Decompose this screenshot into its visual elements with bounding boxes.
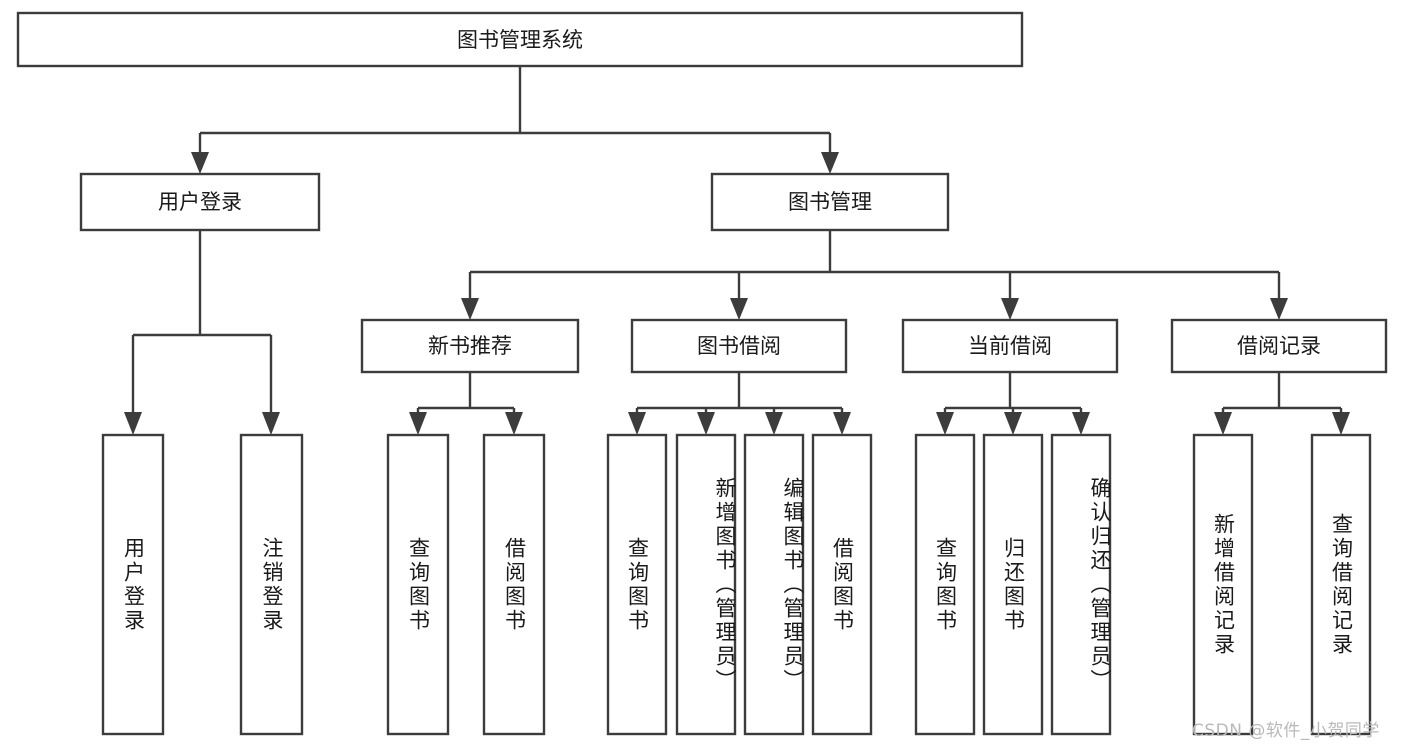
node-leaf-confirm-return-box[interactable] <box>1050 433 1112 736</box>
node-book-manage-label: 图书管理 <box>788 190 872 214</box>
arrowhead-book-borrow <box>730 298 748 320</box>
node-leaf-user-login-box[interactable] <box>101 433 165 736</box>
node-layer: 图书管理系统 用户登录 图书管理 新书推荐 图书借阅 当前借阅 借阅记录 <box>16 11 1388 736</box>
arrowhead-leaf-user-login <box>124 412 142 435</box>
arrowhead-leaf-query-book-1 <box>409 412 427 435</box>
node-leaf-return-book-box[interactable] <box>982 433 1044 736</box>
node-user-login-label: 用户登录 <box>158 190 242 214</box>
node-current-borrow-label: 当前借阅 <box>968 334 1052 358</box>
arrowhead-user-login <box>191 152 209 174</box>
arrowhead-leaf-borrow-book-1 <box>505 412 523 435</box>
arrowhead-leaf-query-book-2 <box>628 412 646 435</box>
arrowhead-current-borrow <box>1001 298 1019 320</box>
arrowhead-leaf-logout-login <box>262 412 280 435</box>
node-root-box[interactable] <box>16 11 1024 68</box>
arrowhead-new-book-recommend <box>461 298 479 320</box>
node-leaf-borrow-book-2-box[interactable] <box>811 433 873 736</box>
node-borrow-record-label: 借阅记录 <box>1237 334 1321 358</box>
node-new-book-recommend-label: 新书推荐 <box>428 334 512 358</box>
node-book-borrow-box[interactable] <box>630 318 848 374</box>
arrowhead-borrow-record <box>1270 298 1288 320</box>
arrowhead-leaf-add-book-admin <box>697 412 715 435</box>
node-leaf-query-book-3-box[interactable] <box>914 433 976 736</box>
csdn-watermark: CSDN @软件_小贺同学 <box>1192 721 1380 741</box>
node-leaf-query-book-1-box[interactable] <box>386 433 450 736</box>
node-leaf-add-book-admin-box[interactable] <box>675 433 737 736</box>
node-new-book-recommend-box[interactable] <box>360 318 580 374</box>
node-current-borrow-box[interactable] <box>901 318 1119 374</box>
node-leaf-logout-login-box[interactable] <box>239 433 304 736</box>
node-book-borrow-label: 图书借阅 <box>697 334 781 358</box>
node-root-label: 图书管理系统 <box>457 28 583 52</box>
arrowhead-leaf-edit-book-admin <box>765 412 783 435</box>
node-borrow-record-box[interactable] <box>1170 318 1388 374</box>
node-leaf-borrow-book-1-box[interactable] <box>482 433 546 736</box>
arrowhead-leaf-query-borrow-record <box>1332 412 1350 435</box>
arrowhead-leaf-confirm-return <box>1072 412 1090 435</box>
node-leaf-query-book-2-box[interactable] <box>606 433 668 736</box>
node-leaf-edit-book-admin-box[interactable] <box>743 433 805 736</box>
node-book-manage-box[interactable] <box>710 172 950 232</box>
arrowhead-leaf-add-borrow-record <box>1214 412 1232 435</box>
node-leaf-query-borrow-record-box[interactable] <box>1310 433 1372 736</box>
connector-layer <box>124 66 1350 435</box>
arrowhead-book-manage <box>821 152 839 174</box>
node-leaf-add-borrow-record-box[interactable] <box>1192 433 1254 736</box>
node-user-login-box[interactable] <box>79 172 321 232</box>
arrowhead-leaf-query-book-3 <box>936 412 954 435</box>
arrowhead-leaf-return-book <box>1004 412 1022 435</box>
arrowhead-leaf-borrow-book-2 <box>833 412 851 435</box>
